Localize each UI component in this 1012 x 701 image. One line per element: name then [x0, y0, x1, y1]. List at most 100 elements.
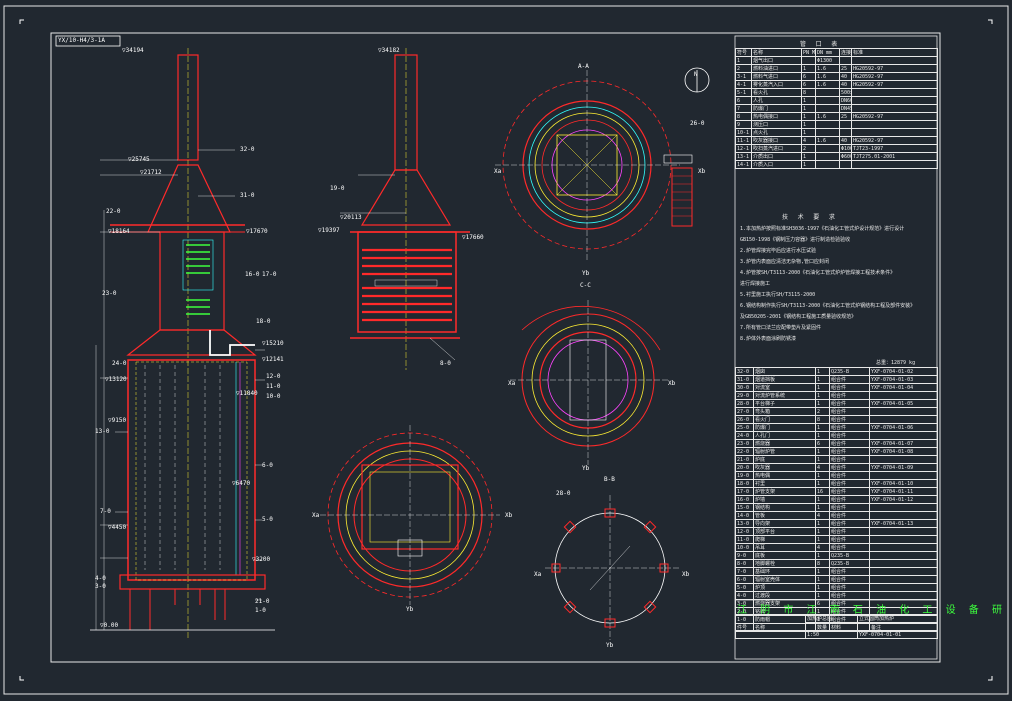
- nozzle-cell: 1: [801, 120, 816, 129]
- parts-cell: 管板: [753, 511, 816, 520]
- drawing-number: YXF-0704-01-01: [857, 630, 938, 639]
- parts-cell: 1: [815, 551, 830, 560]
- nozzle-header-cell: 符号: [735, 48, 752, 57]
- part-tag-28: 28-0: [556, 490, 571, 497]
- elevation-top-mid: ▽34182: [378, 47, 400, 54]
- elevation-3200: ▽3200: [252, 556, 271, 563]
- note-line: 2.炉管焊接完毕后应进行水压试验: [740, 248, 817, 254]
- parts-cell: 32-0: [735, 367, 754, 376]
- parts-cell: [869, 575, 938, 584]
- parts-cell: 1: [815, 503, 830, 512]
- parts-cell: 4: [815, 463, 830, 472]
- parts-cell: 组合件: [829, 575, 870, 584]
- parts-cell: [869, 391, 938, 400]
- parts-cell: YXF-0704-01-13: [869, 519, 938, 528]
- nozzle-cell: [851, 160, 938, 169]
- section-label-b-b: B-B: [604, 476, 615, 483]
- nozzle-cell: [851, 96, 938, 105]
- parts-cell: 1: [815, 583, 830, 592]
- nozzle-cell: 13-1: [735, 152, 752, 161]
- furnace-base: [119, 574, 266, 590]
- parts-cell: 燃烧器: [753, 439, 816, 448]
- parts-cell: 5-0: [735, 583, 754, 592]
- nozzle-cell: Φ1300: [815, 56, 840, 65]
- nozzle-cell: 12-1: [735, 144, 752, 153]
- drawing-scale: 1:50: [805, 630, 858, 639]
- axis-yb-anchor: Yb: [606, 642, 614, 649]
- parts-cell: 16: [815, 487, 830, 496]
- technical-notes-title: 技 术 要 求: [782, 214, 838, 221]
- parts-cell: 顶部平台: [753, 527, 816, 536]
- parts-cell: 1: [815, 591, 830, 600]
- corner-mark-bl: [19, 676, 24, 681]
- parts-cell: 29-0: [735, 391, 754, 400]
- parts-cell: 钢结构: [753, 503, 816, 512]
- parts-cell: 7-0: [735, 567, 754, 576]
- side-elevation-view[interactable]: [340, 48, 470, 370]
- front-elevation-view[interactable]: [90, 48, 275, 640]
- parts-cell: [869, 415, 938, 424]
- part-tag-5: 5-0: [262, 516, 273, 523]
- elevation-13120: ▽13120: [105, 376, 127, 383]
- nozzle-header-cell: PN MPa: [801, 48, 816, 57]
- parts-cell: 14-0: [735, 511, 754, 520]
- nozzle-row: 6人孔1DN600: [735, 96, 938, 105]
- parts-cell: 28-0: [735, 399, 754, 408]
- parts-cell: 爬梯: [753, 535, 816, 544]
- parts-cell: [869, 431, 938, 440]
- note-line: 4.炉管按SH/T3113-2000《石油化工管式炉炉管焊接工程技术条件》: [740, 270, 896, 276]
- part-tag-26: 26-0: [690, 120, 705, 127]
- nozzle-cell: 1: [801, 104, 816, 113]
- parts-cell: 1: [815, 367, 830, 376]
- nozzle-cell: 防爆门: [751, 104, 802, 113]
- parts-cell: YXF-0704-01-08: [869, 447, 938, 456]
- parts-cell: 1: [815, 431, 830, 440]
- nozzle-cell: 介质入口: [751, 160, 802, 169]
- parts-cell: 组合件: [829, 415, 870, 424]
- nozzle-cell: [801, 56, 816, 65]
- elevation-12141: ▽12141: [262, 356, 284, 363]
- note-line: 5.衬里施工执行SH/T3115-2000: [740, 292, 816, 298]
- parts-cell: Q235-B: [829, 367, 870, 376]
- elevation-15210: ▽15210: [262, 340, 284, 347]
- anchor-bolt-plan[interactable]: [545, 495, 680, 640]
- parts-cell: 烟囱: [753, 367, 816, 376]
- note-line: 1.本加热炉按照标准SH3036-1997《石油化工管式炉设计规范》进行设计: [740, 226, 905, 232]
- parts-cell: 辐射炉管: [753, 447, 816, 456]
- drawing-code-box: [55, 35, 121, 47]
- nozzle-cell: [815, 88, 840, 97]
- nozzle-cell: [851, 128, 938, 137]
- part-tag-18: 18-0: [256, 318, 271, 325]
- part-tag-21: 21-0: [255, 598, 270, 605]
- north-compass: [684, 67, 710, 93]
- elevation-top-left: ▽34194: [122, 47, 144, 54]
- section-a-a-view[interactable]: [495, 70, 693, 262]
- nozzle-cell: HG20592-97: [851, 72, 938, 81]
- parts-cell: 组合件: [829, 423, 870, 432]
- parts-cell: 组合件: [829, 543, 870, 552]
- parts-cell: [869, 527, 938, 536]
- axis-xa-anchor: Xa: [534, 571, 542, 578]
- nozzle-cell: 点火孔: [751, 128, 802, 137]
- note-line: 3.炉管内表面应清洁无杂物,管口应封闭: [740, 259, 830, 265]
- nozzle-cell: 8: [801, 88, 816, 97]
- nozzle-header-cell: DN mm: [815, 48, 840, 57]
- parts-cell: [869, 407, 938, 416]
- parts-cell: YXF-0704-01-10: [869, 479, 938, 488]
- part-tag-13: 13-0: [95, 428, 110, 435]
- nozzle-row: 13-1介质出口1Φ600TJT275.01-2001: [735, 152, 938, 161]
- radiant-shell: [127, 359, 256, 581]
- nozzle-cell: [815, 128, 840, 137]
- nozzle-cell: 1.6: [815, 112, 840, 121]
- parts-cell: 1: [815, 527, 830, 536]
- section-c-c-view[interactable]: [510, 300, 670, 465]
- parts-cell: YXF-0704-01-03: [869, 375, 938, 384]
- section-b-b-view[interactable]: [320, 425, 500, 605]
